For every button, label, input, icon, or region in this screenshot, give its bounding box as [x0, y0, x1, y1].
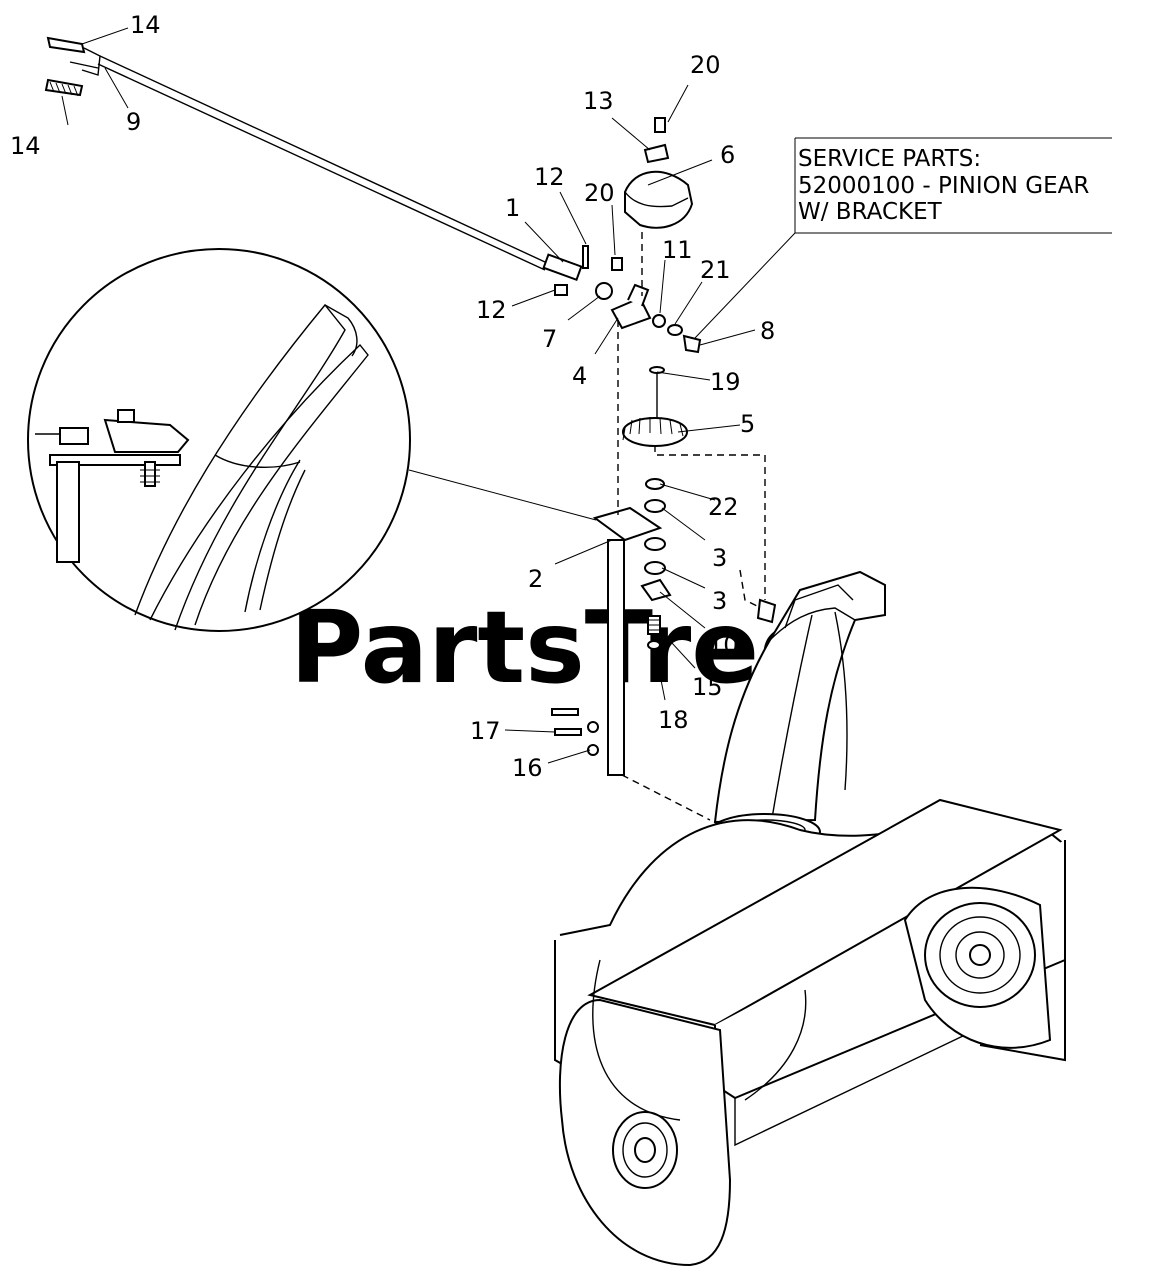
callout-1: 1: [505, 194, 520, 222]
callout-12-bottom: 12: [476, 296, 507, 324]
assembly-guide-lines: [617, 232, 766, 821]
callout-18: 18: [658, 706, 689, 734]
service-parts-line2: 52000100 - PINION GEAR: [798, 173, 1089, 199]
callout-labels: 14 14 9 20 13 6 12 20 1 11 21 12 7 8 4 1…: [10, 11, 775, 782]
callout-20-mid: 20: [584, 179, 615, 207]
callout-12-top: 12: [534, 163, 565, 191]
callout-20-top: 20: [690, 51, 721, 79]
callout-5: 5: [740, 410, 755, 438]
callout-6: 6: [720, 141, 735, 169]
callout-10: 10: [708, 631, 739, 659]
callout-4: 4: [572, 362, 587, 390]
watermark: PartsTree: [290, 589, 827, 706]
callout-3-lower: 3: [712, 587, 727, 615]
callout-15: 15: [692, 673, 723, 701]
callout-14-bottom: 14: [10, 132, 41, 160]
callout-22: 22: [708, 493, 739, 521]
callout-14-top: 14: [130, 11, 161, 39]
callout-8: 8: [760, 317, 775, 345]
crank-rod-assembly: [44, 36, 546, 271]
service-parts-note: SERVICE PARTS: 52000100 - PINION GEAR W/…: [794, 137, 1112, 234]
callout-9: 9: [126, 108, 141, 136]
callout-2: 2: [528, 565, 543, 593]
detail-inset: [27, 248, 597, 632]
service-parts-line3: W/ BRACKET: [798, 199, 943, 225]
callout-17: 17: [470, 717, 501, 745]
service-parts-title: SERVICE PARTS:: [798, 146, 981, 172]
pinion-bracket-assembly: [542, 117, 702, 776]
leader-lines: [61, 27, 796, 764]
auger-housing: [554, 570, 1066, 1267]
callout-13: 13: [583, 87, 614, 115]
callout-19: 19: [710, 368, 741, 396]
callout-16: 16: [512, 754, 543, 782]
callout-21: 21: [700, 256, 731, 284]
callout-11: 11: [662, 236, 693, 264]
callout-7: 7: [542, 325, 557, 353]
callout-3-upper: 3: [712, 544, 727, 572]
